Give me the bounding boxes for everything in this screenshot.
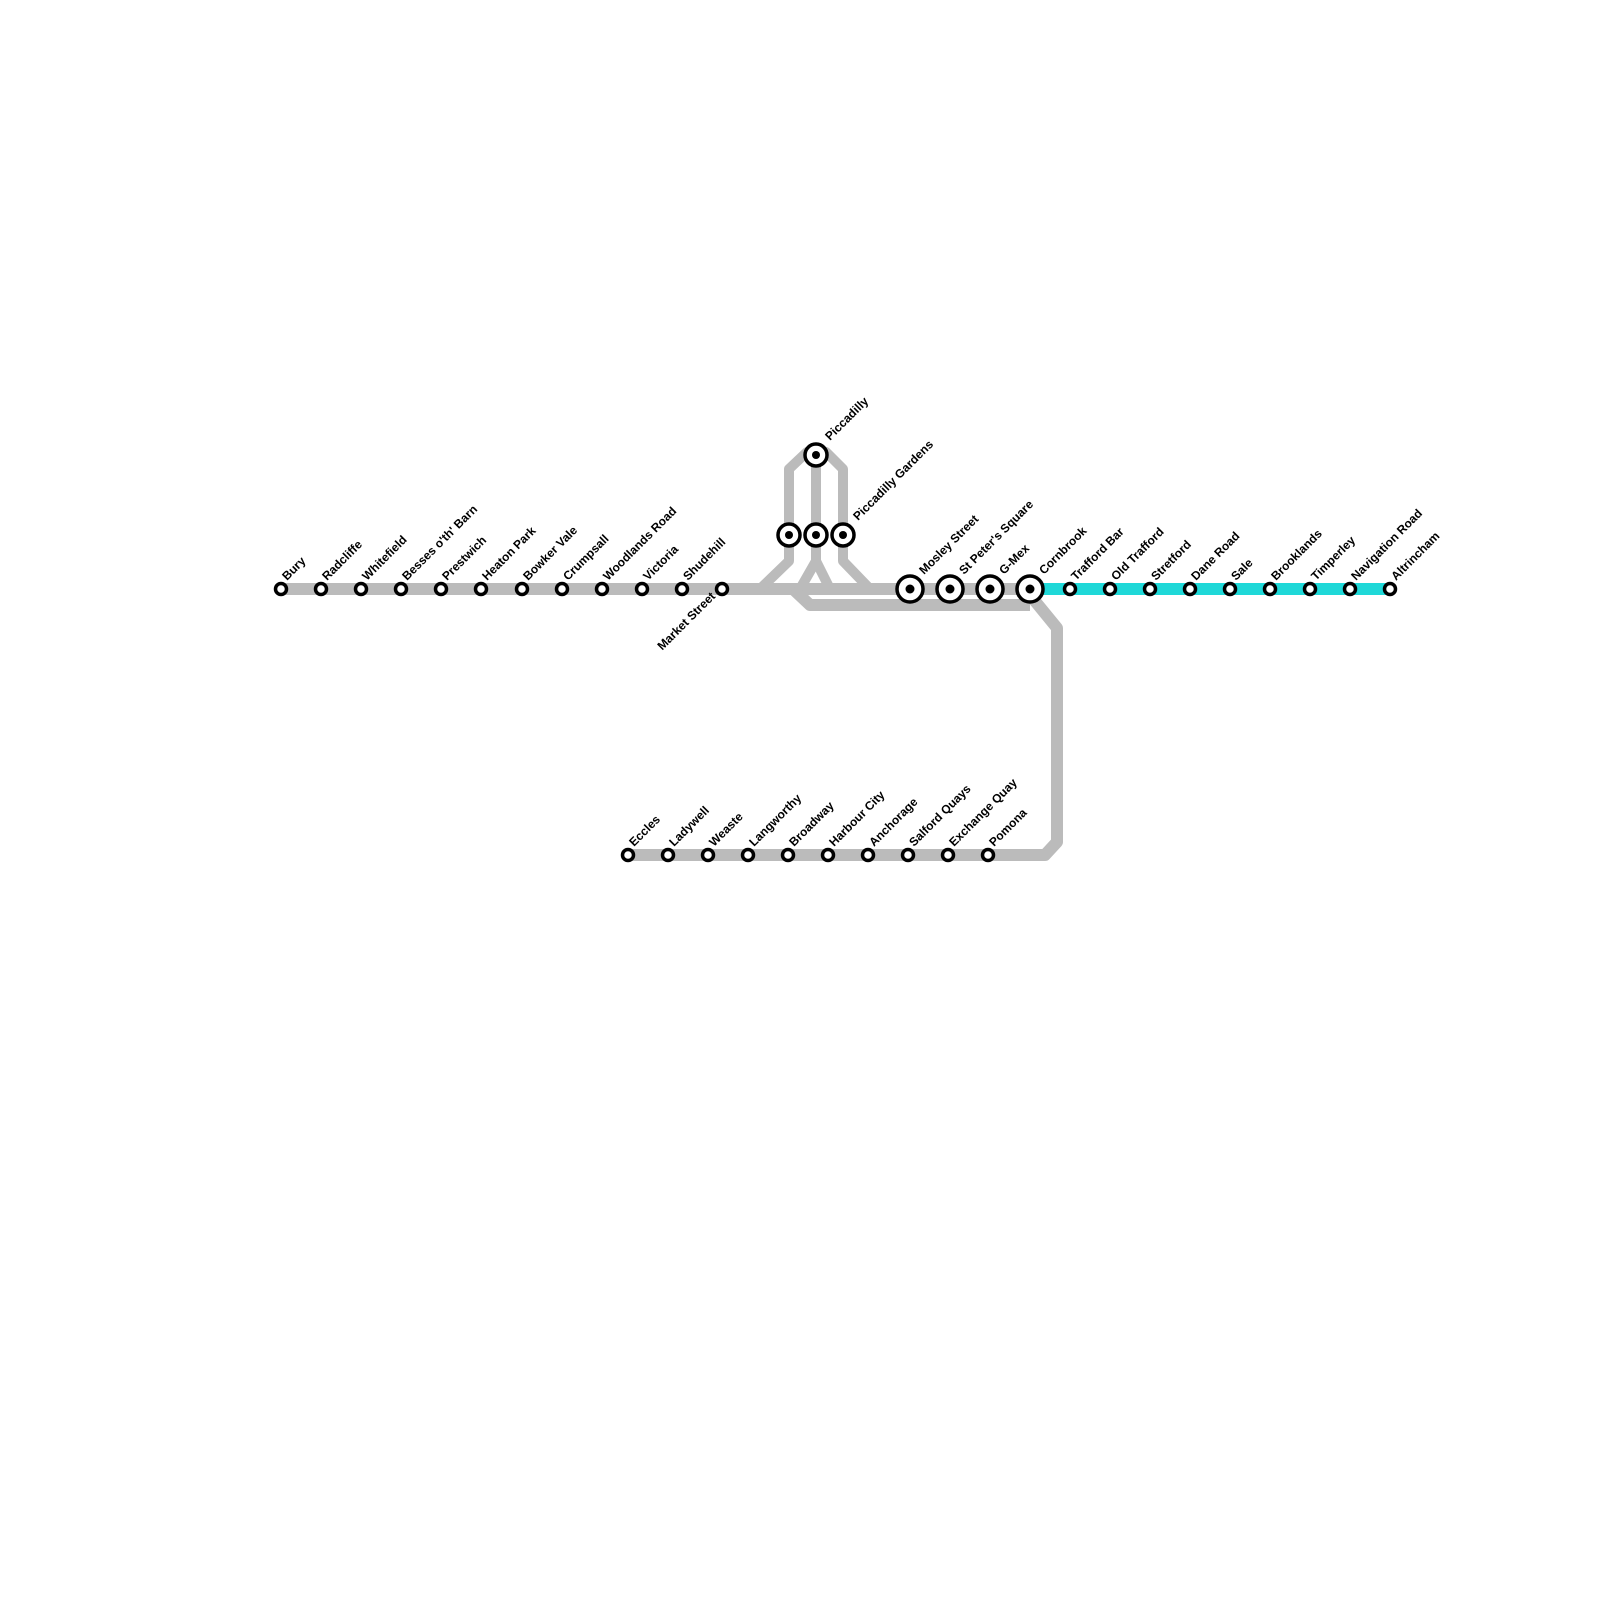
station-piccadilly[interactable]: Piccadilly <box>803 394 872 468</box>
station-label-st-peters-square: St Peter's Square <box>956 497 1036 577</box>
station-label-woodlands-road: Woodlands Road <box>600 504 679 583</box>
station-label-g-mex: G-Mex <box>996 541 1032 577</box>
station-label-piccadilly: Piccadilly <box>822 394 871 443</box>
station-piccadilly-gardens-west[interactable] <box>776 522 802 548</box>
station-label-exchange-quay: Exchange Quay <box>946 775 1020 849</box>
station-label-weaste: Weaste <box>706 809 746 849</box>
line-piccadilly-stub-east <box>811 558 835 592</box>
station-label-market-street: Market Street <box>654 589 718 653</box>
station-label-shudehill: Shudehill <box>680 535 728 583</box>
line-piccadilly-stub <box>795 452 821 592</box>
station-label-victoria: Victoria <box>640 542 681 583</box>
line-city-lower-track <box>788 584 1030 611</box>
track-lines <box>281 447 1390 861</box>
station-label-navigation-road: Navigation Road <box>1348 506 1425 583</box>
station-label-ladywell: Ladywell <box>666 803 712 849</box>
station-label-besses: Besses o'th' Barn <box>399 502 480 583</box>
station-label-piccadilly-gardens: Piccadilly Gardens <box>850 437 936 523</box>
station-label-eccles: Eccles <box>626 812 663 849</box>
station-piccadilly-gardens-centre[interactable] <box>803 522 829 548</box>
station-label-bury: Bury <box>279 554 308 583</box>
stations: Bury Radcliffe Whitefield Besses o'th' B… <box>273 394 1442 863</box>
station-label-radcliffe: Radcliffe <box>319 537 365 583</box>
station-label-sale: Sale <box>1228 556 1256 584</box>
